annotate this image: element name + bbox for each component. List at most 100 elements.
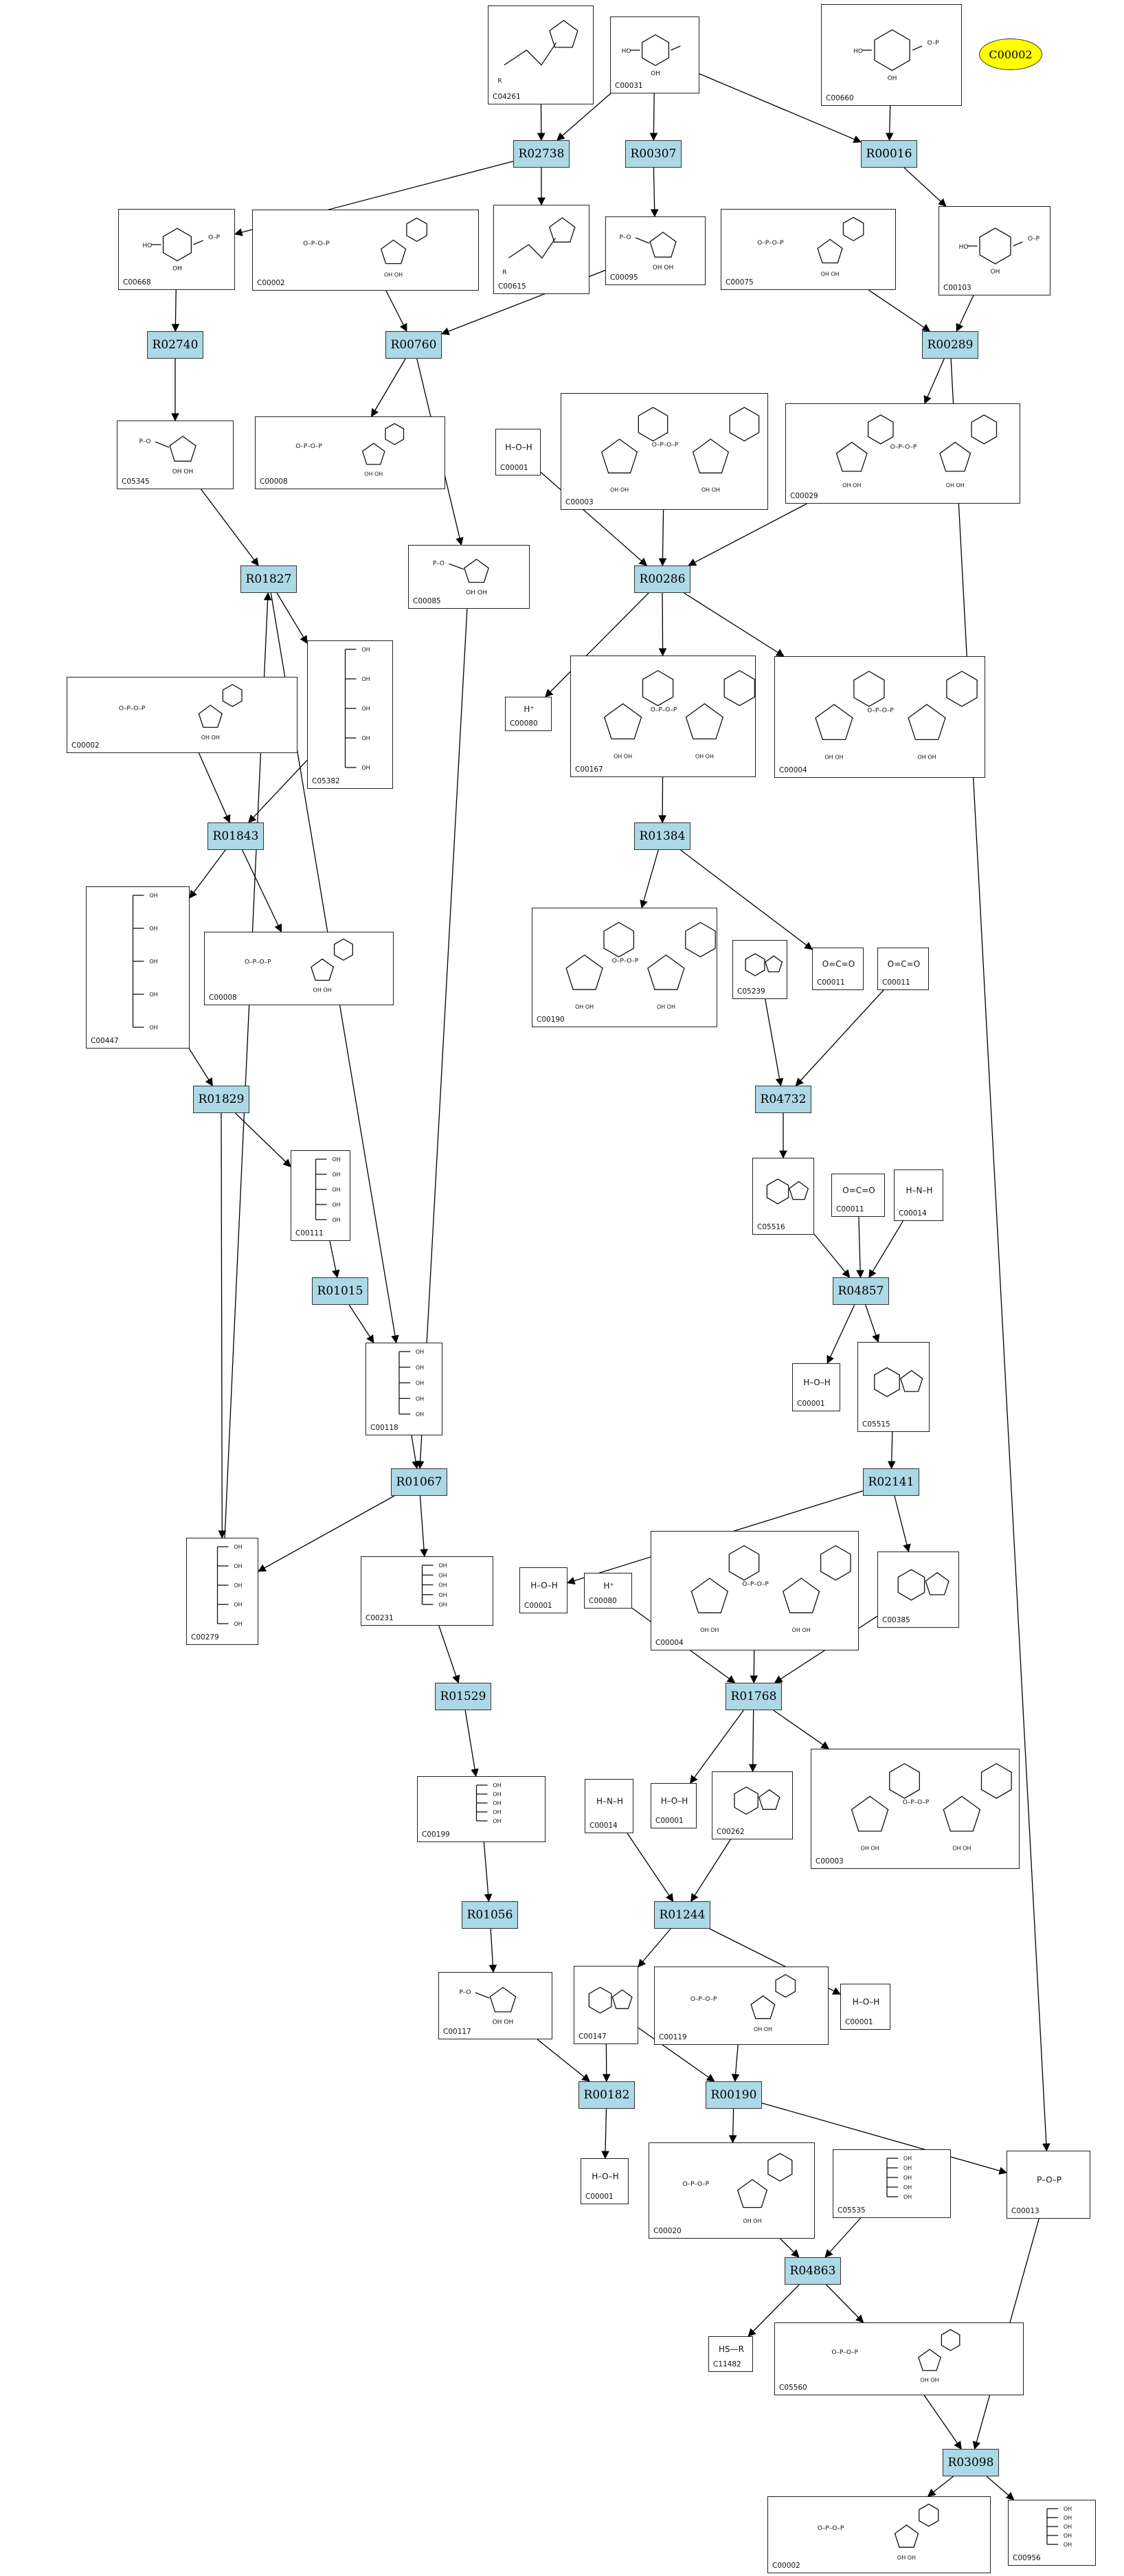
reaction-R01244[interactable]: R01244 <box>654 1901 710 1929</box>
reaction-R01827[interactable]: R01827 <box>240 565 297 593</box>
reaction-R01015[interactable]: R01015 <box>312 1277 368 1305</box>
reaction-R00190[interactable]: R00190 <box>706 2081 762 2109</box>
svg-text:P–O: P–O <box>139 438 150 445</box>
reaction-R01384[interactable]: R01384 <box>634 822 690 850</box>
compound-label: C00003 <box>816 1857 844 1866</box>
reaction-R00307[interactable]: R00307 <box>625 140 682 168</box>
reaction-R01067[interactable]: R01067 <box>391 1468 447 1496</box>
svg-text:P–O: P–O <box>459 1989 471 1996</box>
compound-box-c00385[interactable]: C00385 <box>877 1552 959 1628</box>
compound-label: C00615 <box>498 282 526 291</box>
compound-box-c05239[interactable]: C05239 <box>732 940 787 999</box>
svg-text:O–P–O–P: O–P–O–P <box>831 2349 858 2356</box>
reaction-R02141[interactable]: R02141 <box>863 1468 919 1496</box>
reaction-R01529[interactable]: R01529 <box>435 1683 491 1710</box>
reaction-R01056[interactable]: R01056 <box>462 1901 518 1929</box>
compound-label: C00095 <box>610 273 638 282</box>
svg-text:O–P–O–P: O–P–O–P <box>818 2525 844 2532</box>
legend-ellipse[interactable]: C00002 <box>979 38 1042 70</box>
reaction-R00286[interactable]: R00286 <box>634 565 690 593</box>
structure-nucleotide-icon: OH OHO–P–O–P <box>831 2329 960 2384</box>
edge-R03098-to-c00002c <box>927 2476 954 2497</box>
svg-text:H⁺: H⁺ <box>603 1581 614 1591</box>
structure-nucleotide-icon: OH OHO–P–O–P <box>119 684 243 741</box>
svg-text:OH: OH <box>234 1621 242 1627</box>
reaction-R03098[interactable]: R03098 <box>943 2449 999 2476</box>
reaction-R04857[interactable]: R04857 <box>833 1277 889 1305</box>
compound-label: C00075 <box>726 278 754 287</box>
reaction-R02740[interactable]: R02740 <box>147 331 203 359</box>
reaction-R01843[interactable]: R01843 <box>207 822 264 850</box>
edge-R04857-to-c05515 <box>865 1304 880 1343</box>
compound-box-c05516[interactable]: C05516 <box>752 1158 814 1235</box>
reaction-R00760[interactable]: R00760 <box>385 331 442 359</box>
reaction-R01768[interactable]: R01768 <box>726 1683 782 1710</box>
reaction-R04863[interactable]: R04863 <box>785 2257 841 2285</box>
reaction-R02738[interactable]: R02738 <box>513 140 570 168</box>
reaction-R00016[interactable]: R00016 <box>861 140 917 168</box>
reaction-R00289[interactable]: R00289 <box>922 331 978 359</box>
edge-R01768-to-c00003b <box>773 1710 830 1749</box>
compound-box-c00080b[interactable]: H⁺C00080 <box>584 1573 632 1609</box>
compound-label: C05345 <box>122 478 150 486</box>
compound-box-c00147[interactable]: C00147 <box>574 1966 638 2044</box>
reaction-R01829[interactable]: R01829 <box>193 1086 249 1113</box>
compound-box-c00262[interactable]: C00262 <box>712 1771 793 1839</box>
compound-box-c05515[interactable]: C05515 <box>857 1342 930 1432</box>
reaction-R04732[interactable]: R04732 <box>755 1086 811 1113</box>
compound-box-c00080a[interactable]: H⁺C00080 <box>505 697 552 731</box>
reaction-R00182[interactable]: R00182 <box>578 2081 635 2109</box>
